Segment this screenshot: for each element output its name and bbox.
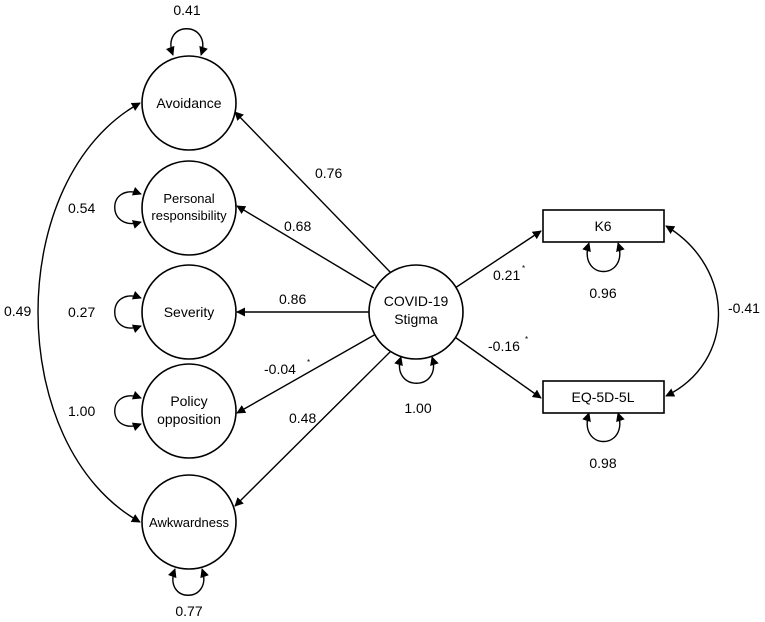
residual-loop-personal-responsibility: [114, 186, 142, 229]
node-awkwardness: Awkwardness: [141, 474, 237, 570]
covariance-curve-avoidance-awkwardness: [37, 102, 141, 523]
residual-label-eq5d5l: 0.98: [589, 455, 616, 471]
residual-loop-avoidance: [165, 28, 208, 56]
residual-loop-policy-opposition: [114, 390, 142, 432]
path-arrow-policy-opposition: [236, 333, 377, 414]
coef-label-avoidance: 0.76: [315, 165, 342, 181]
residual-loop-severity: [114, 290, 142, 334]
node-label-eq5d5l: EQ-5D-5L: [571, 389, 634, 405]
coef-label-policy-opposition: -0.04: [264, 361, 296, 377]
node-label-severity: Severity: [164, 304, 215, 320]
node-eq5d5l: EQ-5D-5L: [542, 380, 665, 414]
covariance-curve-k6-eq5d5l: [665, 225, 720, 397]
residual-label-awkwardness: 0.77: [175, 603, 202, 619]
node-severity: Severity: [141, 264, 237, 360]
node-label-k6: K6: [594, 218, 611, 234]
path-arrow-k6: [451, 230, 542, 291]
node-label-personal-line1: Personal: [163, 191, 214, 206]
node-label-covid-line1: COVID-19: [384, 293, 449, 309]
node-personal-responsibility: Personal responsibility: [141, 160, 237, 256]
node-k6: K6: [542, 209, 665, 243]
node-label-policy-line1: Policy: [170, 393, 207, 409]
coef-label-personal-responsibility: 0.68: [284, 218, 311, 234]
path-arrow-personal-responsibility: [236, 205, 375, 289]
residual-label-personal-responsibility: 0.54: [68, 200, 95, 216]
significance-mark-policy-opposition: *: [307, 358, 310, 367]
residual-loop-k6: [582, 242, 625, 273]
path-arrow-avoidance: [234, 111, 393, 275]
node-covid-stigma: COVID-19 Stigma: [368, 264, 464, 360]
node-policy-opposition: Policy opposition: [141, 363, 237, 459]
covariance-label-k6-eq5d5l: -0.41: [728, 300, 760, 316]
node-label-policy-line2: opposition: [157, 411, 221, 427]
covariance-label-avoidance-awkwardness: 0.49: [4, 303, 31, 319]
coef-label-k6: 0.21: [493, 267, 520, 283]
node-avoidance: Avoidance: [141, 55, 237, 151]
residual-loop-awkwardness: [167, 568, 209, 596]
significance-mark-eq5d5l: *: [525, 335, 528, 344]
node-label-awkwardness: Awkwardness: [149, 515, 229, 530]
residual-label-covid-stigma: 1.00: [404, 400, 431, 416]
residual-label-policy-opposition: 1.00: [68, 403, 95, 419]
residual-label-avoidance: 0.41: [173, 2, 200, 18]
residual-label-k6: 0.96: [589, 285, 616, 301]
path-arrow-eq5d5l: [451, 334, 542, 399]
significance-mark-k6: *: [522, 264, 525, 273]
node-label-personal-line2: responsibility: [151, 208, 227, 223]
coef-label-severity: 0.86: [279, 291, 306, 307]
residual-loop-covid-stigma: [394, 356, 439, 384]
node-label-avoidance: Avoidance: [156, 95, 221, 111]
residual-loop-eq5d5l: [582, 412, 625, 443]
path-arrow-awkwardness: [234, 349, 393, 507]
coef-label-eq5d5l: -0.16: [488, 338, 520, 354]
coef-label-awkwardness: 0.48: [289, 410, 316, 426]
residual-label-severity: 0.27: [68, 304, 95, 320]
node-label-covid-line2: Stigma: [394, 311, 438, 327]
